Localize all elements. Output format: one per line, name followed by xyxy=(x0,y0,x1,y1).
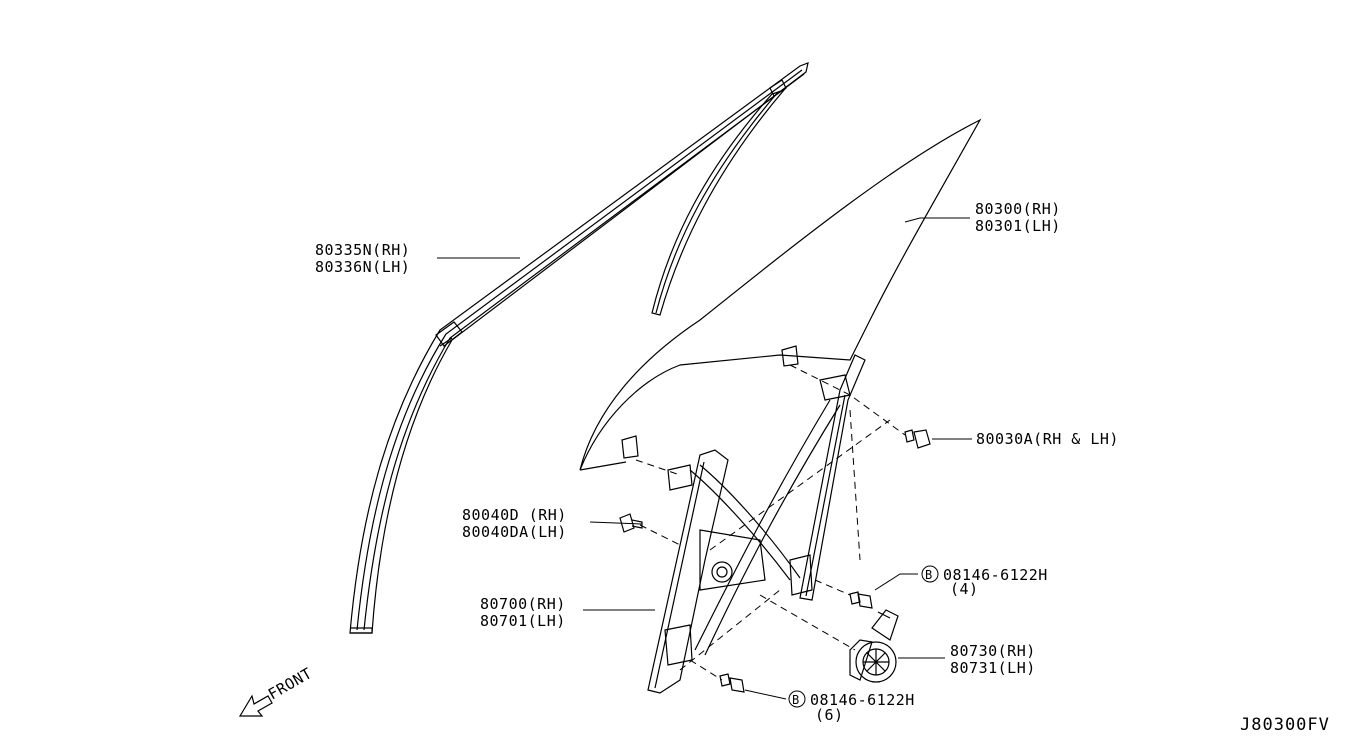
callout-clip: 80030A(RH & LH) xyxy=(976,430,1119,448)
circled-letter: B xyxy=(792,693,800,707)
label-08146-4: 08146-6122H xyxy=(943,566,1048,584)
label-80730: 80730(RH) xyxy=(950,642,1036,660)
label-80300: 80300(RH) xyxy=(975,200,1061,218)
label-80301: 80301(LH) xyxy=(975,217,1061,235)
bolt-80040d xyxy=(619,513,643,533)
callout-bolt-b-4: B 08146-6122H (4) xyxy=(921,565,1048,598)
door-sash-channel xyxy=(349,62,809,634)
inner-guide-strip xyxy=(651,88,786,316)
label-80040d: 80040D (RH) xyxy=(462,506,567,524)
callout-bolt-d: 80040D (RH) 80040DA(LH) xyxy=(462,506,567,541)
label-80701: 80701(LH) xyxy=(480,612,566,630)
bolt-b-4 xyxy=(849,591,873,609)
callout-glass: 80300(RH) 80301(LH) xyxy=(975,200,1061,235)
label-80731: 80731(LH) xyxy=(950,659,1036,677)
diagram-reference: J80300FV xyxy=(1240,715,1330,735)
label-80335n: 80335N(RH) xyxy=(315,241,410,259)
window-regulator xyxy=(647,354,866,694)
label-qty-6: (6) xyxy=(815,706,844,724)
front-indicator: FRONT xyxy=(238,664,315,717)
front-label: FRONT xyxy=(265,664,315,703)
regulator-motor xyxy=(849,609,899,683)
door-glass xyxy=(579,118,982,471)
callout-sash: 80335N(RH) 80336N(LH) xyxy=(315,241,410,276)
bolt-b-6 xyxy=(719,673,745,693)
front-arrow-icon xyxy=(238,694,273,717)
label-80040da: 80040DA(LH) xyxy=(462,523,567,541)
callout-motor: 80730(RH) 80731(LH) xyxy=(950,642,1036,677)
callout-regulator: 80700(RH) 80701(LH) xyxy=(480,595,566,630)
label-80700: 80700(RH) xyxy=(480,595,566,613)
label-08146-6: 08146-6122H xyxy=(810,691,915,709)
label-80336n: 80336N(LH) xyxy=(315,258,410,276)
circled-letter: B xyxy=(925,568,933,582)
label-80030a: 80030A(RH & LH) xyxy=(976,430,1119,448)
callout-bolt-b-6: B 08146-6122H (6) xyxy=(788,690,915,724)
circled-b-icon xyxy=(921,565,939,583)
label-qty-4: (4) xyxy=(950,580,979,598)
glass-clip xyxy=(904,429,931,449)
circled-b-icon xyxy=(788,690,806,708)
leader-lines xyxy=(437,217,972,700)
assembly-lines xyxy=(635,364,906,681)
